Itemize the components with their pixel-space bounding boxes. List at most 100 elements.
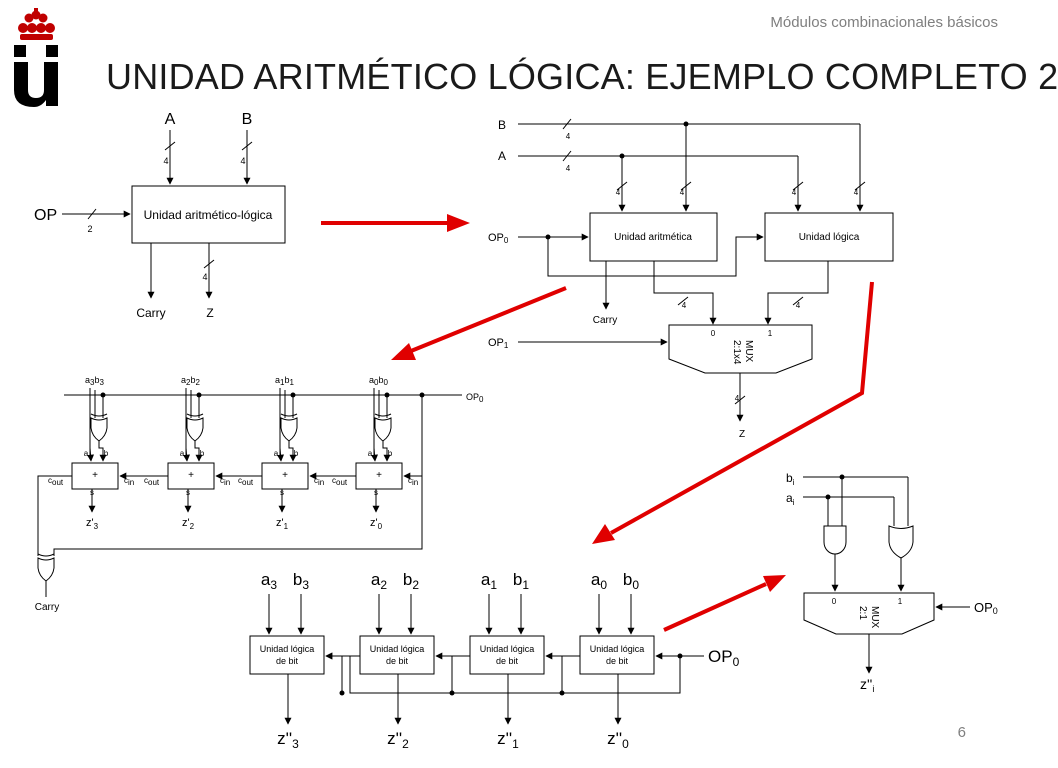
full-adder (167, 462, 215, 490)
alu-op-label: OP (34, 207, 57, 224)
alu-unit-label: Unidad aritmético-lógica (144, 208, 273, 222)
adder-port-cin: cin (408, 476, 418, 487)
arith-output-1: z'2 (182, 517, 195, 531)
split-width-1: 4 (616, 188, 621, 197)
red-arrow-4 (663, 582, 767, 632)
bit-output-label: z''i (860, 676, 874, 694)
logic-unit-box (764, 212, 894, 262)
split-z-label: Z (739, 429, 745, 440)
split-width-7: 4 (735, 394, 740, 403)
xor-gate (186, 417, 204, 442)
split-width-a: 4 (566, 164, 571, 173)
carry-xor-gate (37, 557, 55, 582)
split-width-3: 4 (792, 188, 797, 197)
adder-plus-sign: + (92, 470, 98, 481)
logic-output-2: z''1 (497, 729, 519, 751)
logic-output-1: z''2 (387, 729, 409, 751)
split-width-6: 4 (796, 301, 801, 310)
mux-4bit (668, 324, 813, 374)
logic-bit-3-a: a0 (591, 570, 607, 592)
adder-plus-sign: + (376, 470, 382, 481)
split-carry-label: Carry (593, 315, 617, 326)
bit-in-a-label: ai (786, 491, 795, 507)
bit-unit-label-2: de bit (606, 656, 629, 666)
arith-output-3: z'0 (370, 517, 383, 531)
adder-port-cout: cout (144, 476, 160, 487)
mux4-label: MUX (743, 340, 754, 363)
adder-plus-sign: + (282, 470, 288, 481)
red-arrow-3 (610, 281, 874, 535)
or-gate (888, 525, 914, 559)
logic-op0-label: OP0 (708, 647, 740, 669)
red-arrow-2 (410, 286, 567, 353)
bit-unit-label-2: de bit (276, 656, 299, 666)
adder-port-b: b (294, 449, 299, 458)
mux1-in1: 1 (898, 597, 903, 606)
arith-output-2: z'1 (276, 517, 289, 531)
logic-unit-label: Unidad lógica (799, 232, 860, 243)
logic-bit-0-b: b3 (293, 570, 309, 592)
university-logo (14, 8, 58, 107)
bit-unit-label-1: Unidad lógica (480, 644, 535, 654)
alu-width-b: 4 (240, 156, 245, 166)
split-input-a-label: A (498, 149, 506, 163)
split-width-5: 4 (682, 301, 687, 310)
arith-bit-0-inputs: a3b3 (85, 375, 104, 387)
adder-port-cin: cin (124, 476, 134, 487)
slide-header: Módulos combinacionales básicos UNIDAD A… (0, 0, 1058, 110)
adder-port-cin: cin (220, 476, 230, 487)
split-op1-label: OP1 (488, 337, 509, 350)
arith-bit-1-inputs: a2b2 (181, 375, 200, 387)
mux4-size: 2:1x4 (731, 340, 742, 365)
adder-port-a: a (180, 449, 185, 458)
alu-width-a: 4 (163, 156, 168, 166)
arith-op0-label: OP0 (466, 392, 484, 404)
logic-bit-3-b: b0 (623, 570, 639, 592)
split-width-2: 4 (680, 188, 685, 197)
alu-carry-label: Carry (136, 306, 165, 320)
alu-black-box: Unidad aritmético-lógica A B 4 4 OP 2 4 … (34, 111, 286, 320)
adder-port-cout: cout (48, 476, 64, 487)
split-width-b: 4 (566, 132, 571, 141)
xor-gate (90, 417, 108, 442)
alu-input-a-label: A (165, 111, 176, 128)
adder-port-b: b (388, 449, 393, 458)
arithmetic-unit-label: Unidad aritmética (614, 232, 692, 243)
bit-in-b-label: bi (786, 471, 795, 487)
alu-split-diagram: B A 4 4 4 4 4 4 Unidad aritmética Unidad… (488, 118, 894, 440)
and-gate (823, 525, 847, 555)
alu-unit-box (131, 185, 286, 244)
red-arrows (321, 214, 874, 632)
split-input-b-label: B (498, 118, 506, 132)
bit-unit-label-1: Unidad lógica (590, 644, 645, 654)
bit-logic-unit-detail: bi ai 0 1 MUX 2:1 OP0 z''i (786, 471, 998, 694)
bit-logic-unit (469, 635, 545, 675)
adder-port-b: b (104, 449, 109, 458)
logic-output-0: z''3 (277, 729, 299, 751)
full-adder (355, 462, 403, 490)
mux1-label: MUX (869, 606, 880, 629)
bit-unit-label-2: de bit (386, 656, 409, 666)
alu-diagram: Unidad aritmético-lógica A B 4 4 OP 2 4 … (34, 111, 998, 751)
page-number: 6 (957, 724, 966, 741)
mux4-in1: 1 (768, 329, 773, 338)
alu-width-op: 2 (87, 224, 92, 234)
alu-z-label: Z (206, 306, 213, 320)
logic-bit-2-a: a1 (481, 570, 497, 592)
adder-port-a: a (84, 449, 89, 458)
alu-input-b-label: B (242, 111, 253, 128)
mux1-size: 2:1 (857, 606, 868, 620)
logic-bit-0-a: a3 (261, 570, 277, 592)
adder-port-cout: cout (238, 476, 254, 487)
arith-carry-label: Carry (35, 602, 59, 613)
mux1-in0: 0 (832, 597, 837, 606)
slide-subtitle: Módulos combinacionales básicos (770, 14, 998, 31)
bit-unit-label-1: Unidad lógica (260, 644, 315, 654)
alu-width-z: 4 (202, 272, 207, 282)
adder-port-cout: cout (332, 476, 348, 487)
split-width-4: 4 (854, 188, 859, 197)
mux4-in0: 0 (711, 329, 716, 338)
arithmetic-unit-box (589, 212, 718, 262)
adder-port-a: a (368, 449, 373, 458)
